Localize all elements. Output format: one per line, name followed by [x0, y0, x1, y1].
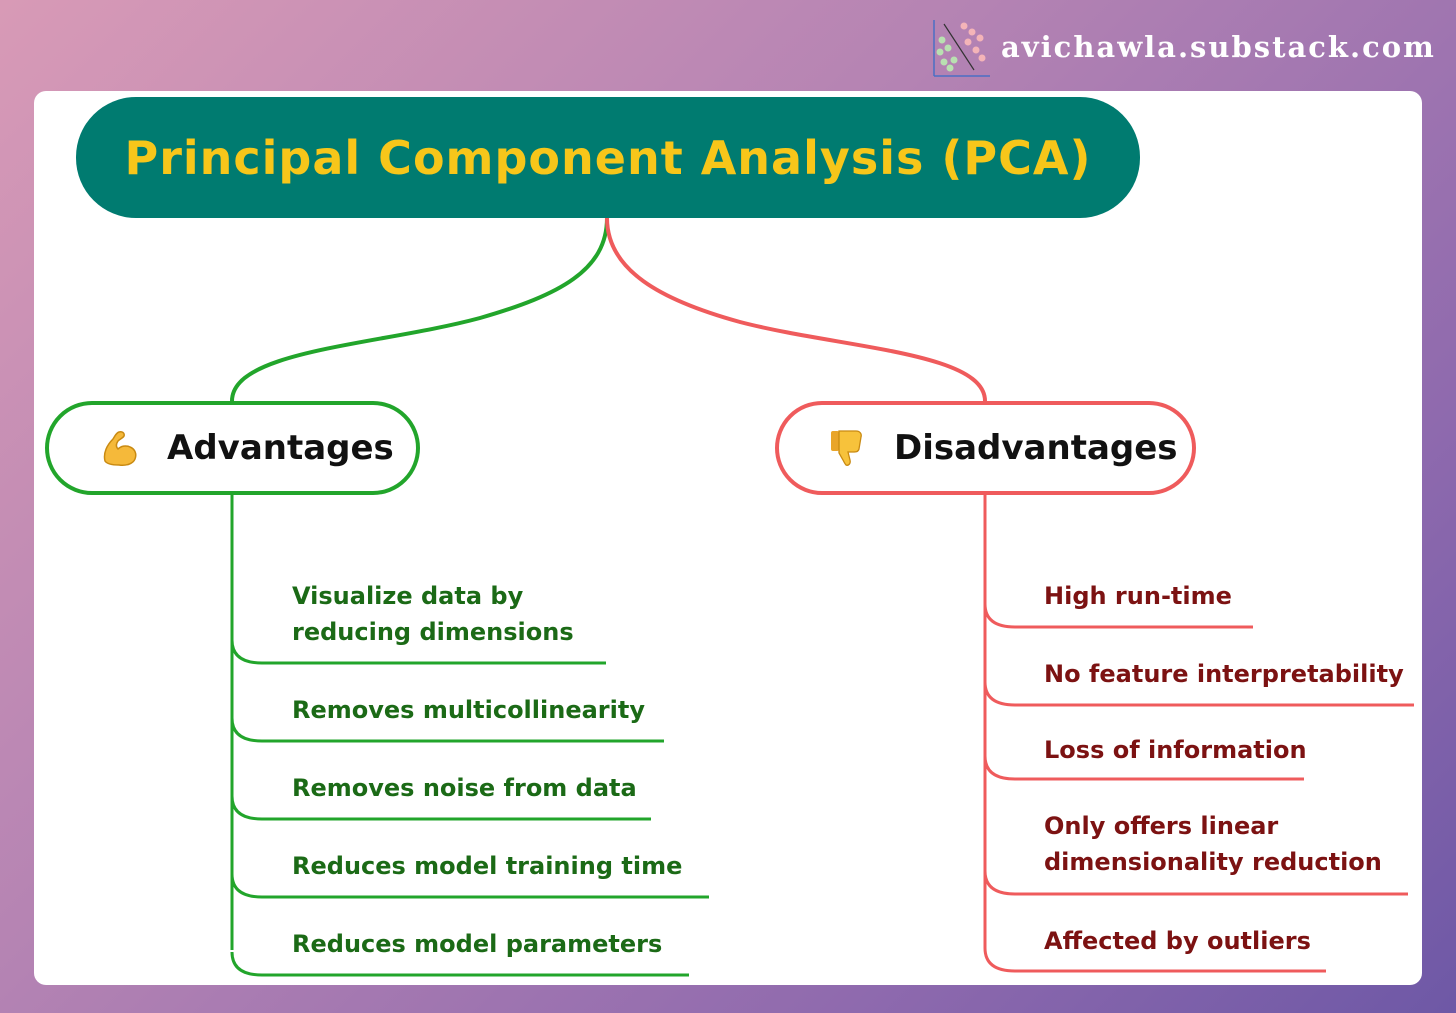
advantages-item-5: Reduces model parameters — [292, 930, 663, 958]
brand-header: avichawla.substack.com — [928, 18, 1434, 80]
disadvantages-item-2: No feature interpretability — [1044, 660, 1404, 688]
disadvantages-branch-4 — [983, 870, 1408, 896]
disadvantages-item-4-line-1: Only offers linear — [1044, 812, 1279, 840]
disadvantages-label: Disadvantages — [894, 428, 1178, 468]
flexed-biceps-icon — [103, 431, 137, 466]
disadvantages-item-1: High run-time — [1044, 582, 1232, 610]
disadvantages-branch-1 — [983, 603, 1253, 629]
disadvantages-branch-3 — [983, 755, 1304, 781]
advantages-branch-1 — [230, 639, 606, 665]
disadvantages-node: Disadvantages — [775, 401, 1196, 495]
advantages-branch-4 — [230, 873, 709, 899]
advantages-node: Advantages — [45, 401, 420, 495]
brand-site-name: avichawla.substack.com — [1001, 30, 1436, 64]
advantages-item-1-line-2: reducing dimensions — [292, 618, 574, 646]
diagram-title: Principal Component Analysis (PCA) — [124, 130, 1092, 185]
advantages-label: Advantages — [167, 428, 394, 468]
disadvantages-item-4: Only offers linear dimensionality reduct… — [1044, 808, 1382, 880]
advantages-item-2: Removes multicollinearity — [292, 696, 645, 724]
scatter-plot-logo-icon — [933, 20, 990, 77]
disadvantages-item-3: Loss of information — [1044, 736, 1307, 764]
title-banner: Principal Component Analysis (PCA) — [76, 97, 1140, 218]
root-to-disadvantages-connector — [605, 217, 987, 402]
diagram-card — [34, 91, 1422, 985]
advantages-item-4: Reduces model training time — [292, 852, 683, 880]
thumbs-down-icon — [831, 430, 862, 466]
advantages-item-3: Removes noise from data — [292, 774, 637, 802]
advantages-branch-3 — [230, 795, 651, 821]
disadvantages-branch-5 — [983, 947, 1326, 973]
disadvantages-branch-2 — [983, 681, 1414, 707]
advantages-item-1-line-1: Visualize data by — [292, 582, 524, 610]
advantages-item-1: Visualize data by reducing dimensions — [292, 578, 574, 650]
disadvantages-item-4-line-2: dimensionality reduction — [1044, 848, 1382, 876]
advantages-branch-5 — [230, 951, 689, 977]
advantages-branch-2 — [230, 717, 664, 743]
disadvantages-item-5: Affected by outliers — [1044, 927, 1311, 955]
root-to-advantages-connector — [230, 217, 609, 402]
